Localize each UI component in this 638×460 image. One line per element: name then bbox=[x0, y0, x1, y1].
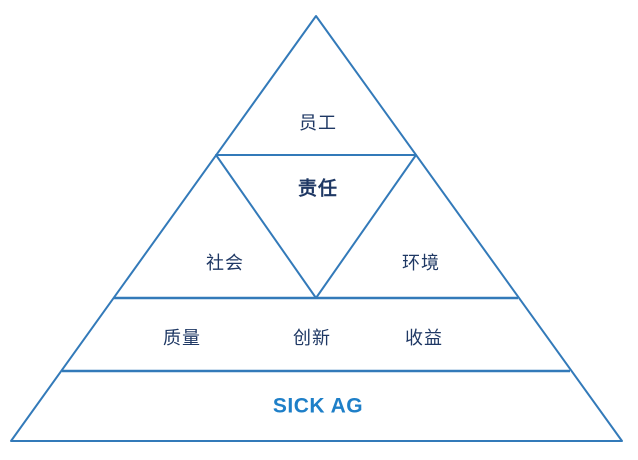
label-band-innovation: 创新 bbox=[293, 328, 331, 348]
label-center: 责任 bbox=[297, 178, 339, 200]
outer-triangle bbox=[10, 15, 623, 442]
label-band-quality: 质量 bbox=[163, 328, 201, 348]
label-left: 社会 bbox=[206, 253, 244, 273]
label-right: 环境 bbox=[402, 253, 440, 273]
label-base-brand: SICK AG bbox=[272, 394, 364, 418]
label-top: 员工 bbox=[299, 113, 337, 133]
inverted-triangle bbox=[215, 154, 417, 299]
label-band-profit: 收益 bbox=[405, 328, 443, 348]
